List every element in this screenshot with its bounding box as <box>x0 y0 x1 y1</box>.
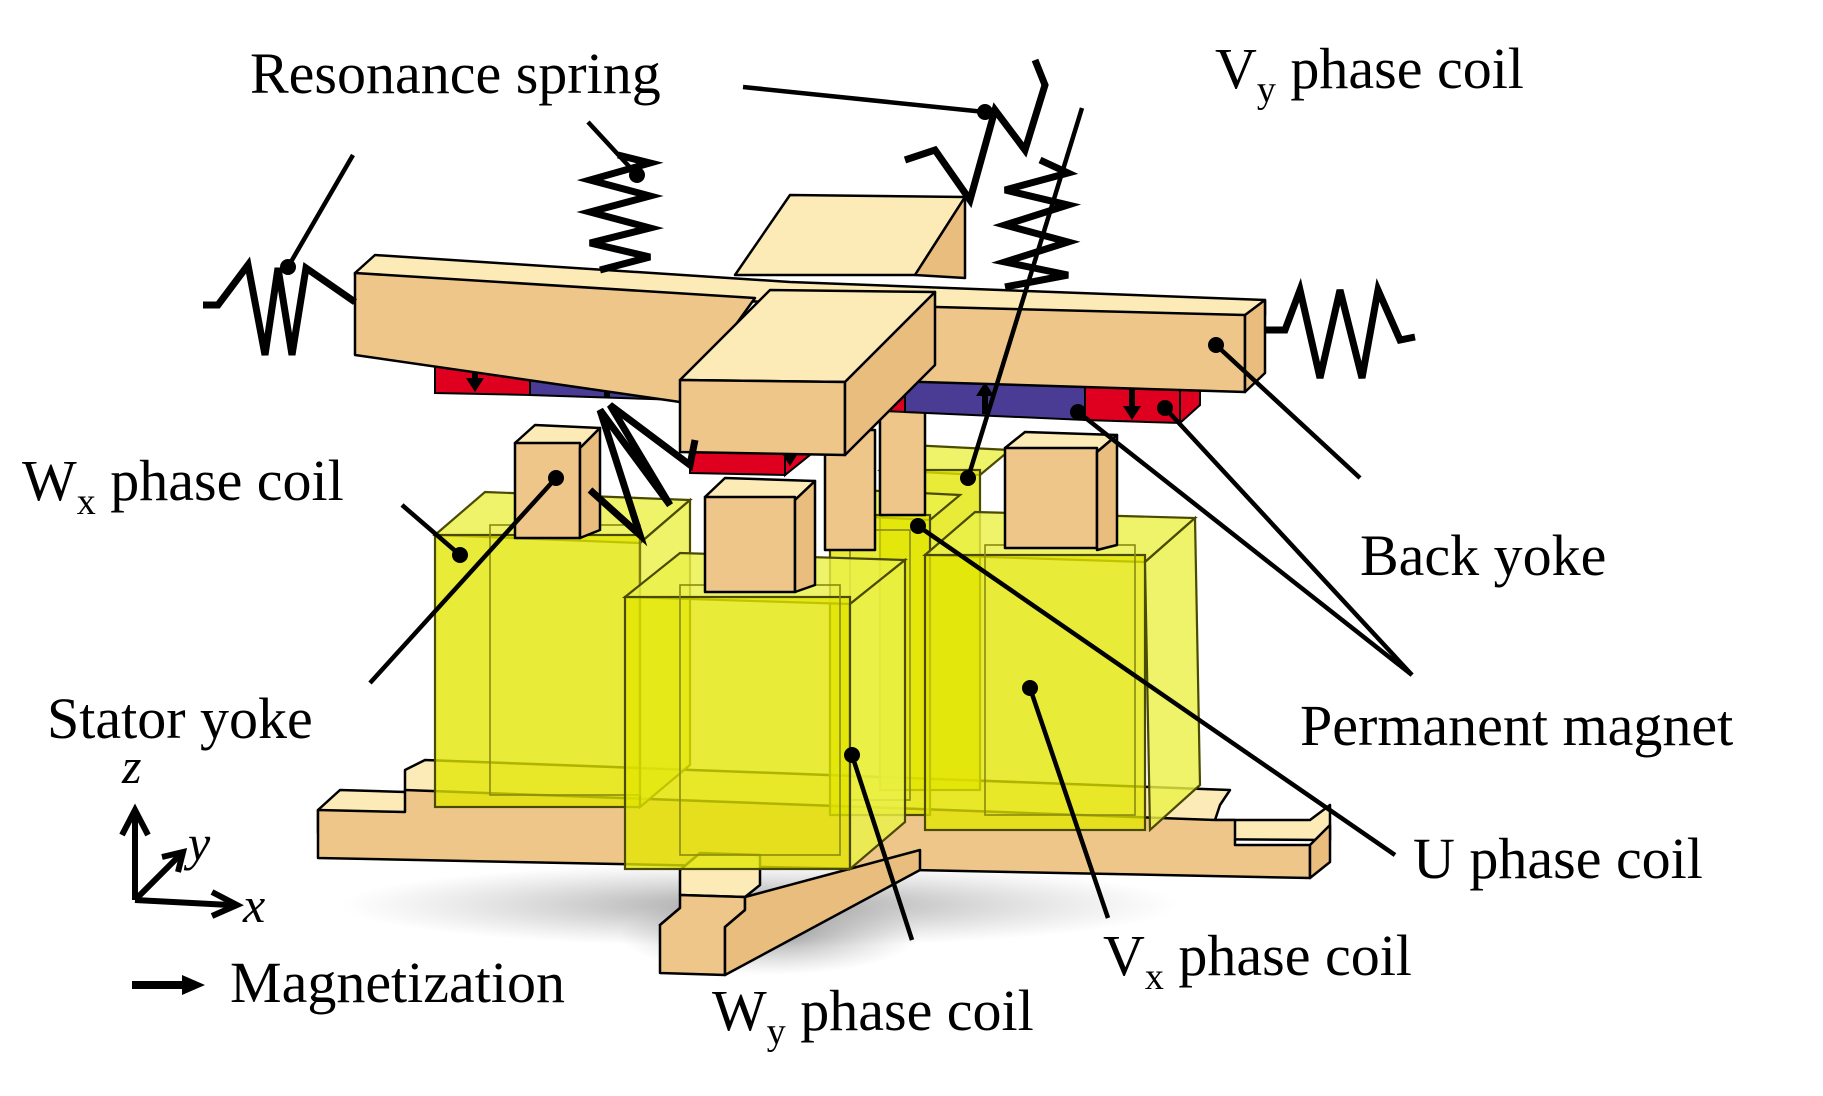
leader-lines <box>280 84 1414 941</box>
leader-u-coil <box>916 524 1397 857</box>
label-wx-phase-coil: Wx phase coil <box>22 448 344 523</box>
leader-spring-left <box>286 153 355 269</box>
post-front-front <box>703 495 797 594</box>
leader-dot <box>977 104 993 120</box>
x-axis-label: x <box>242 877 265 933</box>
leader-stator-yoke <box>368 476 558 685</box>
base-y-leg-side <box>723 848 922 977</box>
x-axis-line <box>134 897 231 908</box>
label-vy-phase-coil: Vy phase coil <box>1215 36 1524 111</box>
leader-vy-coil <box>965 107 1085 479</box>
z-axis-label: z <box>121 738 141 794</box>
coil-vx-side <box>1143 515 1202 833</box>
resonance-springs <box>203 58 1416 547</box>
back-yoke-x-arm-end <box>1243 298 1267 394</box>
spring-left <box>203 256 357 356</box>
back-yoke-back-arm-end <box>913 195 967 280</box>
back-yoke-front-arm-side <box>843 290 937 457</box>
leader-wy-coil <box>849 754 915 941</box>
leader-wx-coil <box>400 503 462 557</box>
spring-back-diagonal <box>903 58 1049 209</box>
post-front-side <box>793 479 817 594</box>
y-axis-label: y <box>183 815 211 871</box>
leader-spring-back-left <box>586 120 639 177</box>
leader-vx-coil <box>1027 687 1111 919</box>
z-axis-arrowhead-icon <box>119 803 151 837</box>
leader-dot <box>844 747 860 763</box>
back-yoke-front-arm-front <box>678 378 847 457</box>
coordinate-axes: z y x <box>119 738 265 933</box>
label-permanent-magnet: Permanent magnet <box>1300 693 1733 758</box>
coil-wy-front <box>623 595 852 871</box>
leader-dot <box>1157 400 1173 416</box>
leader-back-yoke <box>1214 343 1362 480</box>
coil-wx <box>432 490 693 810</box>
legend: Magnetization <box>132 950 565 1015</box>
label-wy-phase-coil: Wy phase coil <box>712 978 1034 1053</box>
coil-wy-side <box>848 557 907 872</box>
post-right-side <box>1095 433 1119 552</box>
leader-dot <box>452 547 468 563</box>
leader-spring-back <box>742 84 986 115</box>
label-resonance-spring: Resonance spring <box>250 41 661 106</box>
coil-wy <box>621 551 909 872</box>
leader-dot <box>548 470 564 486</box>
leader-dot <box>1208 337 1224 353</box>
stator-yoke-post-right <box>1003 430 1119 552</box>
leader-magnet-a <box>1076 410 1414 677</box>
spring-front <box>587 402 699 547</box>
label-vx-phase-coil: Vx phase coil <box>1103 923 1412 998</box>
y-axis-arrowhead-icon <box>161 847 188 873</box>
leader-dot <box>960 470 976 486</box>
stator-yoke-post-left <box>513 423 602 540</box>
coil-wx-front <box>433 533 642 809</box>
x-axis-arrowhead-icon <box>210 889 244 919</box>
leader-dot <box>280 259 296 275</box>
post-center-back-a <box>878 403 927 517</box>
leader-dot <box>1022 680 1038 696</box>
base-x-bar-end <box>1308 823 1332 880</box>
label-u-phase-coil: U phase coil <box>1413 826 1703 891</box>
spring-right <box>1265 277 1416 379</box>
leader-dot <box>1070 404 1086 420</box>
legend-magnetization-label: Magnetization <box>230 950 565 1015</box>
label-back-yoke: Back yoke <box>1360 523 1606 588</box>
arrow-up-icon <box>976 382 994 414</box>
leader-magnet-b <box>1163 406 1414 677</box>
post-right-front <box>1003 446 1099 550</box>
leader-dot <box>629 167 645 183</box>
post-left-side <box>578 426 602 540</box>
arrow-down-icon <box>1123 388 1141 420</box>
stator-yoke-post-front <box>703 476 817 594</box>
back-yoke <box>353 193 1267 457</box>
leader-dot <box>910 518 926 534</box>
label-stator-yoke: Stator yoke <box>47 686 313 751</box>
magnetization-arrowhead-icon <box>182 975 205 995</box>
spring-back-right <box>991 156 1082 291</box>
y-axis-line <box>132 852 183 903</box>
